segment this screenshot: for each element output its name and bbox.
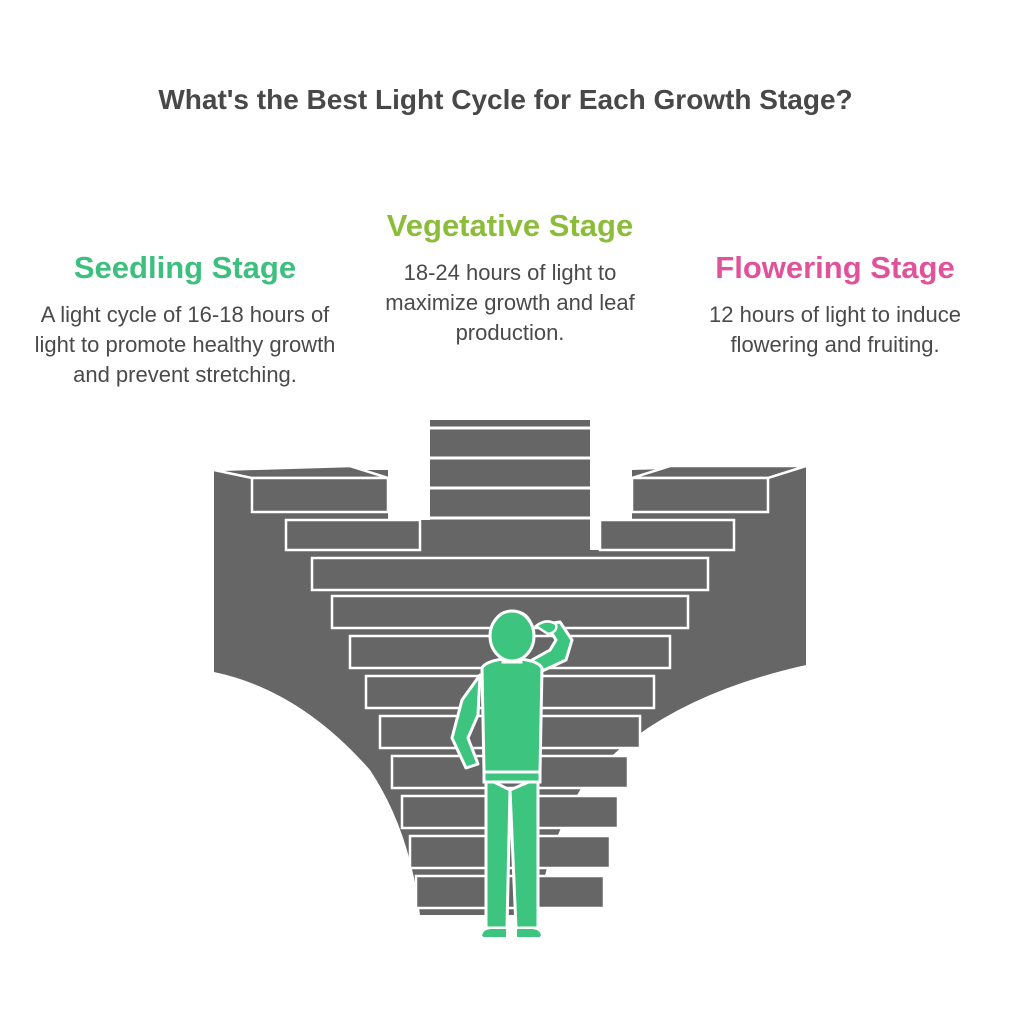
thinking-person-icon <box>450 609 574 939</box>
seedling-stage: Seedling Stage A light cycle of 16-18 ho… <box>30 250 340 390</box>
seedling-stage-heading: Seedling Stage <box>73 250 297 285</box>
vegetative-stage: Vegetative Stage 18-24 hours of light to… <box>355 208 665 348</box>
flowering-stage-heading: Flowering Stage <box>715 250 955 285</box>
seedling-stage-description: A light cycle of 16-18 hours of light to… <box>34 302 336 387</box>
center-tower <box>430 420 590 550</box>
flowering-stage-description: 12 hours of light to induce flowering an… <box>709 302 961 357</box>
vegetative-stage-heading: Vegetative Stage <box>386 208 634 243</box>
vegetative-stage-description: 18-24 hours of light to maximize growth … <box>385 260 635 345</box>
flowering-stage: Flowering Stage 12 hours of light to ind… <box>680 250 990 360</box>
page-title: What's the Best Light Cycle for Each Gro… <box>158 84 853 115</box>
